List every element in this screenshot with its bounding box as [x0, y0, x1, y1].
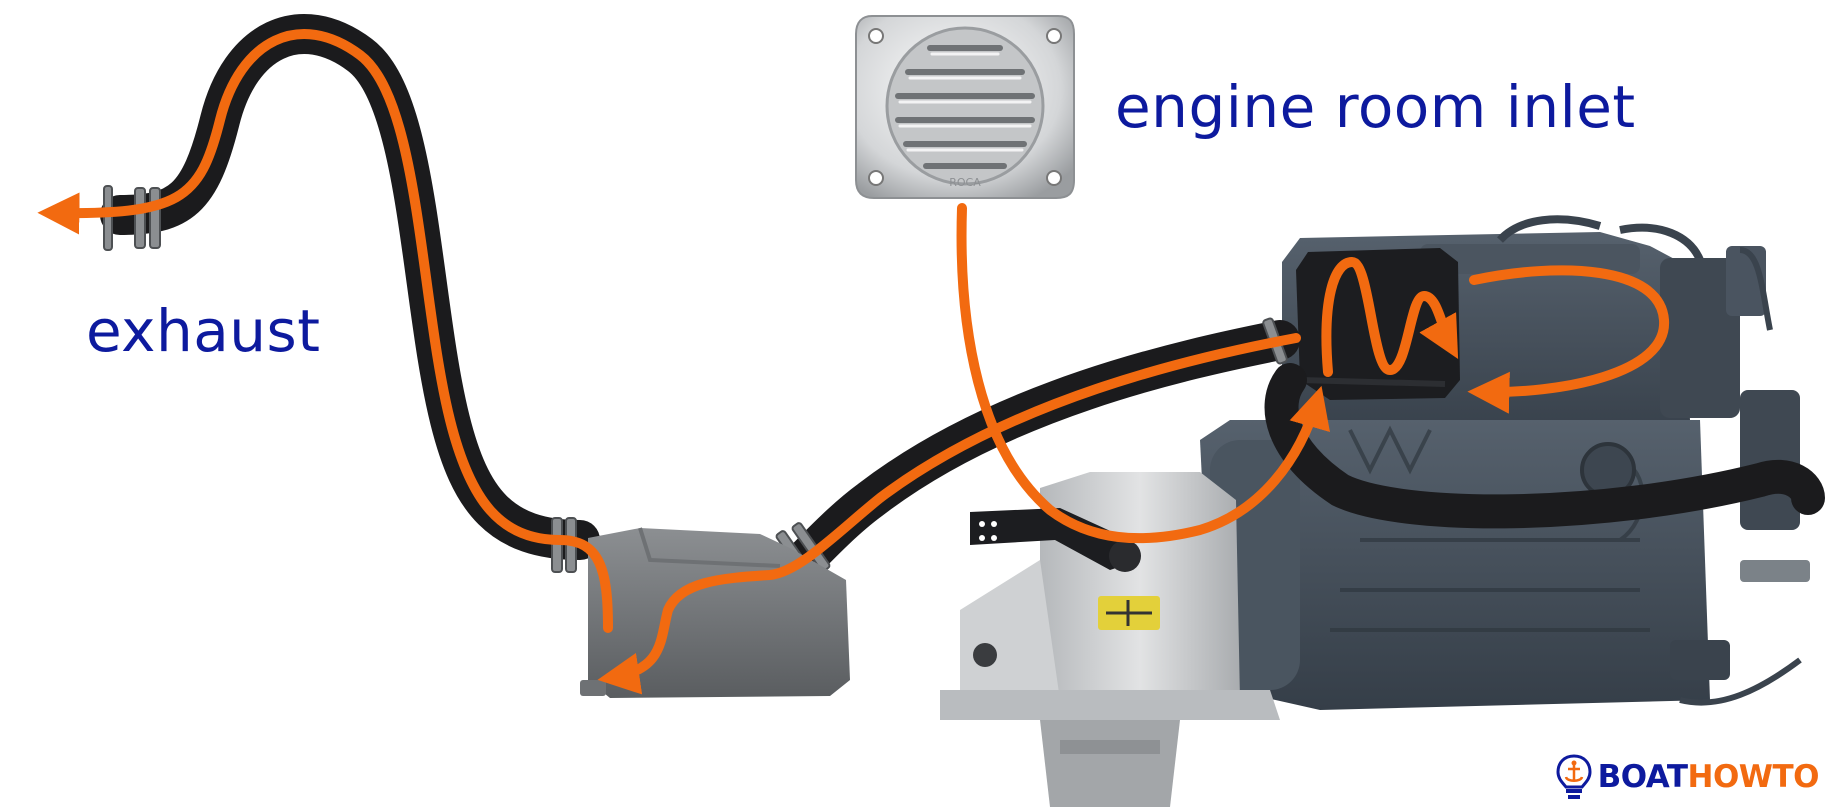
flow-silencer-arrow — [1321, 257, 1459, 377]
engine-cable — [1739, 247, 1773, 331]
flow-arrows — [37, 29, 1670, 695]
engine-wiring — [1497, 215, 1704, 262]
engine-foot — [1670, 640, 1730, 680]
saildrive-upper — [1040, 472, 1240, 718]
flow-engine-loop-arrow — [1467, 265, 1670, 414]
exhaust-label: exhaust — [86, 297, 321, 365]
air-intake-silencer — [1296, 248, 1460, 400]
silencer-highlight — [1299, 377, 1446, 387]
lever-holes — [979, 521, 997, 541]
flow-exhaust-out-arrow — [37, 29, 613, 633]
anchor-lightbulb-icon — [1556, 754, 1592, 799]
engine-mount — [1740, 390, 1800, 530]
saildrive-bolt — [973, 643, 997, 667]
saildrive-ridge — [1060, 740, 1160, 754]
engine-ribs — [1330, 425, 1650, 632]
intake-hose — [1264, 363, 1825, 529]
engine-drain-cable — [1679, 657, 1802, 706]
flow-exhaust-to-muffler-arrow — [597, 333, 1301, 695]
saildrive-flange — [940, 690, 1280, 720]
engine-alternator — [1660, 258, 1740, 418]
vent-stamp: ROCA — [949, 176, 981, 189]
exhaust-hose-main — [100, 14, 600, 560]
brand-part-howto: HOWTO — [1687, 759, 1820, 795]
vent-dome — [885, 26, 1045, 186]
vent-louvers — [895, 45, 1035, 169]
muffler-top-detail — [638, 527, 781, 568]
engine-room-inlet-label: engine room inlet — [1115, 73, 1636, 141]
sticker-arrows — [1106, 600, 1152, 626]
brand-part-boat: BOAT — [1597, 759, 1688, 795]
hose-clamps — [103, 185, 1288, 580]
saildrive-leg — [1040, 720, 1180, 807]
vent-screw-holes — [868, 28, 1062, 186]
muffler-drain — [580, 680, 606, 696]
lever-pivot — [1109, 540, 1141, 572]
engine-room-vent: ROCA — [855, 15, 1075, 199]
flow-intake-arrow — [956, 203, 1330, 544]
shift-lever — [970, 508, 1140, 570]
engine-shaft — [1740, 560, 1810, 582]
